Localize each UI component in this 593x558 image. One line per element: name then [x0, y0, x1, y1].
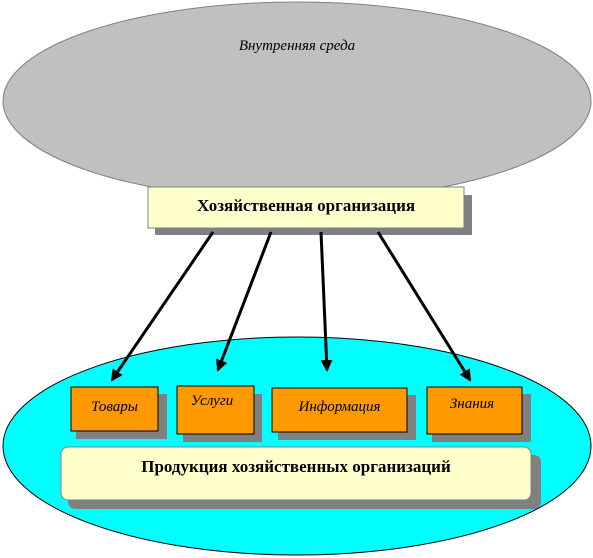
- organization-label: Хозяйственная организация: [196, 196, 416, 215]
- internal-environment-ellipse: [2, 1, 592, 201]
- internal-environment-label: Внутренняя среда: [238, 37, 356, 54]
- item-box-services: [176, 385, 255, 435]
- products-label: Продукция хозяйственных организаций: [141, 457, 451, 476]
- products-box: [60, 446, 532, 501]
- item-box-knowledge: [426, 386, 523, 435]
- item-box-goods: [70, 386, 159, 432]
- item-label-knowledge: Знания: [449, 395, 495, 412]
- organization-box: [147, 186, 465, 229]
- arrow-to-information: [319, 231, 333, 372]
- arrow-to-goods: [110, 231, 215, 382]
- products-environment-ellipse: [2, 336, 592, 556]
- arrow-to-services: [215, 231, 273, 372]
- item-label-goods: Товары: [91, 398, 138, 415]
- item-label-services: Услуги: [190, 392, 234, 409]
- item-box-information: [271, 387, 408, 433]
- item-label-information: Информация: [298, 398, 381, 415]
- arrow-to-knowledge: [376, 231, 472, 382]
